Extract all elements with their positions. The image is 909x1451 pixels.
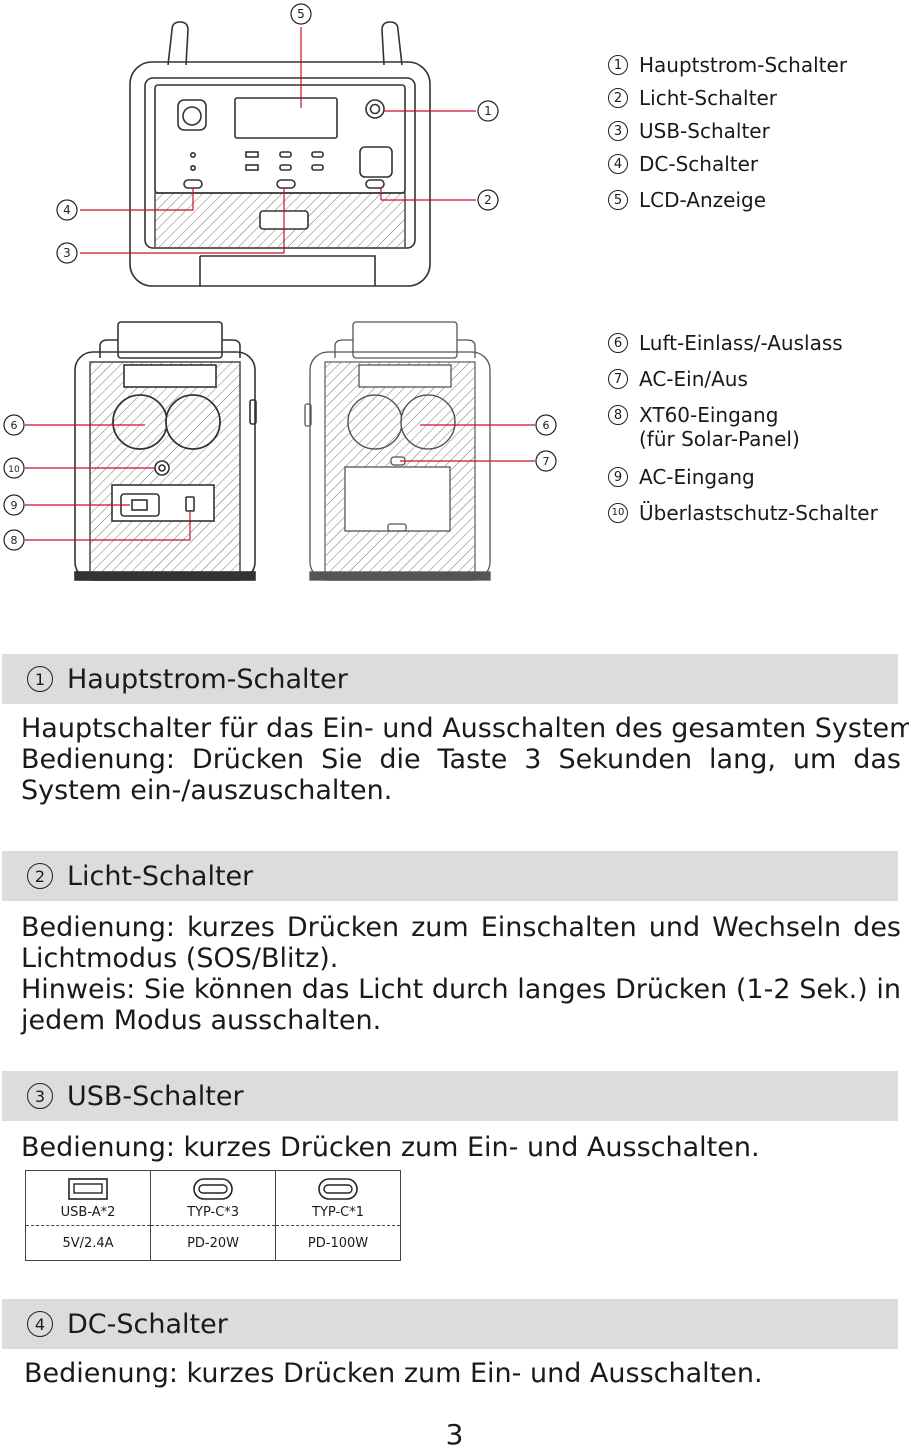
legend-item: 5 LCD-Anzeige <box>608 190 766 210</box>
legend-label: XT60-Eingang <box>639 403 779 427</box>
section-header-light-switch: 2 Licht-Schalter <box>2 851 898 901</box>
legend-number: 2 <box>608 88 628 108</box>
side-right-drawing <box>304 321 491 581</box>
legend-number: 6 <box>608 333 628 353</box>
front-callout-markers <box>56 3 499 264</box>
port-name: TYP-C*3 <box>187 1205 240 1220</box>
port-spec: PD-100W <box>275 1225 401 1261</box>
side-left-callout-lines <box>25 424 191 541</box>
callout-front-1: 1 <box>484 104 492 118</box>
paragraph-line: Bedienung: kurzes Drücken zum Ein- und A… <box>24 1358 763 1389</box>
legend-sides: 6 Luft-Einlass/-Auslass 7 AC-Ein/Aus 8 XT60… <box>608 333 908 533</box>
port-name: TYP-C*1 <box>312 1205 364 1220</box>
paragraph-line: Hauptschalter für das Ein- und Ausschalt… <box>21 713 909 744</box>
legend-item: 8 XT60-Eingang (für Solar-Panel) <box>608 405 800 449</box>
port-cell: TYP-C*1 <box>275 1170 401 1226</box>
paragraph-line: Bedienung: kurzes Drücken zum Einschalte… <box>21 912 901 974</box>
legend-label: Überlastschutz-Schalter <box>639 501 878 525</box>
paragraph-line: Bedienung: kurzes Drücken zum Ein- und A… <box>21 1132 760 1163</box>
callout-front-3: 3 <box>63 246 71 260</box>
legend-label: Luft-Einlass/-Auslass <box>639 331 843 355</box>
side-left-drawing <box>74 321 257 581</box>
side-right-callout-markers <box>535 414 557 472</box>
front-view-drawing <box>129 21 431 287</box>
legend-label: LCD-Anzeige <box>639 188 767 212</box>
legend-number: 7 <box>608 369 628 389</box>
device-diagrams: 5 1 4 2 3 6 10 <box>3 3 557 581</box>
section-header-dc-switch: 4 DC-Schalter <box>2 1299 898 1349</box>
paragraph-line: Hinweis: Sie können das Licht durch lang… <box>21 974 901 1036</box>
callout-side-6: 6 <box>11 419 18 432</box>
callout-side-8: 8 <box>11 534 18 547</box>
side-left-callout-markers <box>3 414 25 551</box>
legend-item: 2 Licht-Schalter <box>608 88 777 108</box>
section-body-usb-switch: Bedienung: kurzes Drücken zum Ein- und A… <box>21 1132 901 1163</box>
legend-label: Hauptstrom-Schalter <box>639 53 848 77</box>
section-number: 3 <box>27 1083 53 1109</box>
legend-number: 10 <box>608 503 628 523</box>
port-name: USB-A*2 <box>60 1205 116 1220</box>
legend-item: 4 DC-Schalter <box>608 154 758 174</box>
section-title: USB-Schalter <box>67 1080 244 1112</box>
page-number: 3 <box>445 1418 464 1451</box>
usb-c-port-icon <box>318 1178 358 1200</box>
legend-number: 1 <box>608 55 628 75</box>
legend-item: 3 USB-Schalter <box>608 121 770 141</box>
legend-number: 9 <box>608 467 628 487</box>
section-title: DC-Schalter <box>67 1308 228 1340</box>
legend-item: 10 Überlastschutz-Schalter <box>608 503 878 523</box>
callout-front-5: 5 <box>297 7 305 21</box>
legend-label: AC-Ein/Aus <box>639 367 748 391</box>
callout-side-right-7: 7 <box>543 455 550 468</box>
legend-label: Licht-Schalter <box>639 86 777 110</box>
callout-front-2: 2 <box>484 193 492 207</box>
legend-item: 7 AC-Ein/Aus <box>608 369 748 389</box>
legend-number: 5 <box>608 190 628 210</box>
callout-side-10: 10 <box>8 465 20 475</box>
front-callout-lines <box>80 27 476 254</box>
port-cell: USB-A*2 <box>24 1170 152 1226</box>
legend-label: AC-Eingang <box>639 465 755 489</box>
section-body-light-switch: Bedienung: kurzes Drücken zum Einschalte… <box>21 912 901 1036</box>
legend-label: USB-Schalter <box>639 119 770 143</box>
legend-number: 4 <box>608 154 628 174</box>
section-title: Hauptstrom-Schalter <box>67 663 348 695</box>
port-spec: PD-20W <box>150 1225 277 1261</box>
usb-c-port-icon <box>193 1178 233 1200</box>
section-body-main-switch: Hauptschalter für das Ein- und Ausschalt… <box>21 713 909 806</box>
callout-side-9: 9 <box>11 499 18 512</box>
usb-a-port-icon <box>68 1178 108 1200</box>
legend-item: 6 Luft-Einlass/-Auslass <box>608 333 843 353</box>
section-title: Licht-Schalter <box>67 860 254 892</box>
paragraph-line: Bedienung: Drücken Sie die Taste 3 Sekun… <box>21 744 901 806</box>
side-right-callout-lines <box>400 424 535 462</box>
legend-label: DC-Schalter <box>639 152 759 176</box>
section-number: 1 <box>27 666 53 692</box>
legend-item: 9 AC-Eingang <box>608 467 755 487</box>
legend-sublabel: (für Solar-Panel) <box>639 427 800 451</box>
legend-number: 3 <box>608 121 628 141</box>
section-header-main-switch: 1 Hauptstrom-Schalter <box>2 654 898 704</box>
section-header-usb-switch: 3 USB-Schalter <box>2 1071 898 1121</box>
section-number: 2 <box>27 863 53 889</box>
usb-port-table: USB-A*2 TYP-C*3 TYP-C*1 5V/2.4A PD-20W P… <box>24 1170 401 1261</box>
callout-front-4: 4 <box>63 203 71 217</box>
section-number: 4 <box>27 1311 53 1337</box>
legend-number: 8 <box>608 405 628 425</box>
callout-side-right-6: 6 <box>543 419 550 432</box>
section-body-dc-switch: Bedienung: kurzes Drücken zum Ein- und A… <box>24 1358 904 1389</box>
legend-item: 1 Hauptstrom-Schalter <box>608 55 847 75</box>
legend-front: 1 Hauptstrom-Schalter 2 Licht-Schalter 3 US… <box>608 55 908 225</box>
port-spec: 5V/2.4A <box>24 1225 152 1261</box>
port-cell: TYP-C*3 <box>150 1170 277 1226</box>
